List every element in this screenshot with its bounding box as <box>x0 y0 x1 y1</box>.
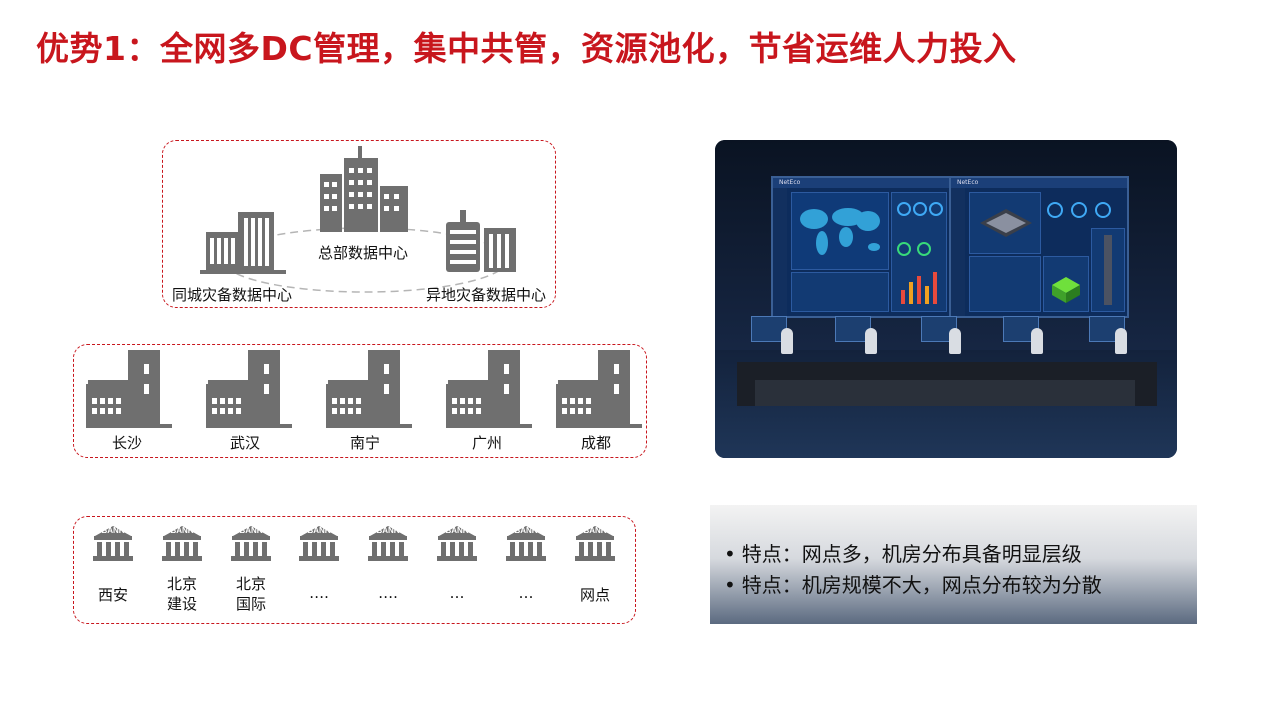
bank-icon: BANK <box>229 524 273 562</box>
grid-table-panel <box>969 256 1041 312</box>
world-map-icon <box>800 208 880 255</box>
bank-icon: BANK <box>573 524 617 562</box>
operator-person <box>1031 328 1043 354</box>
city-building-icon <box>446 350 532 428</box>
bullet-icon: • <box>724 542 736 566</box>
branch-label: …. <box>378 584 398 602</box>
gauge-icon <box>897 202 911 216</box>
page-title: 优势1：全网多DC管理，集中共管，资源池化，节省运维人力投入 <box>36 29 1017 68</box>
city-label: 南宁 <box>350 434 381 452</box>
rack-green-panel <box>1043 256 1089 312</box>
dashboard-screen-left: NetEco <box>771 176 951 318</box>
bank-sign: BANK <box>445 526 469 535</box>
bank-sign: BANK <box>239 526 263 535</box>
chart-bar <box>925 286 929 304</box>
dashboard-screen-right: NetEco <box>949 176 1129 318</box>
table-panel <box>791 272 889 312</box>
gauge-icon <box>929 202 943 216</box>
chart-bar <box>901 290 905 304</box>
city-label: 长沙 <box>112 434 143 452</box>
green-rack-icon <box>1052 277 1080 303</box>
bank-sign: BANK <box>101 526 125 535</box>
screen-brand: NetEco <box>779 179 801 186</box>
city-building-icon <box>86 350 172 428</box>
bank-icon: BANK <box>504 524 548 562</box>
gauge-icon <box>1071 202 1087 218</box>
branch-label: 西安 <box>97 586 128 604</box>
chart-bar <box>933 272 937 304</box>
city-label: 广州 <box>472 434 503 452</box>
branch-label: 网点 <box>579 586 610 604</box>
operator-desk-front <box>755 380 1135 406</box>
branch-label: …. <box>309 584 329 602</box>
features-box: •特点：网点多，机房分布具备明显层级 •特点：机房规模不大，网点分布较为分散 <box>710 505 1197 624</box>
cabinet-panel <box>1091 228 1125 312</box>
city-building-icon <box>326 350 412 428</box>
chart-bar <box>909 282 913 304</box>
screen-brand: NetEco <box>957 179 979 186</box>
bank-icon: BANK <box>297 524 341 562</box>
bank-sign: BANK <box>307 526 331 535</box>
gauge-icon <box>913 202 927 216</box>
cabinet-icon <box>1104 235 1112 305</box>
control-room-photo: NetEco NetEco <box>715 140 1177 458</box>
gauge-icon <box>1095 202 1111 218</box>
bank-sign: BANK <box>170 526 194 535</box>
hq-building-icon <box>320 146 408 232</box>
bank-sign: BANK <box>583 526 607 535</box>
feature-item: •特点：机房规模不大，网点分布较为分散 <box>724 573 1102 597</box>
hq-left-label: 同城灾备数据中心 <box>172 286 293 304</box>
gauge-icon <box>1047 202 1063 218</box>
remote-backup-building-icon <box>446 210 516 272</box>
branch-group <box>73 516 636 624</box>
branch-label: … <box>449 584 465 602</box>
bank-icon: BANK <box>435 524 479 562</box>
hq-center-label: 总部数据中心 <box>318 244 409 262</box>
world-map-panel <box>791 192 889 270</box>
chart-bar <box>917 276 921 304</box>
city-label: 成都 <box>581 434 612 452</box>
rack-3d-panel <box>969 192 1041 254</box>
city-building-icon <box>556 350 642 428</box>
bank-icon: BANK <box>160 524 204 562</box>
operator-person <box>1115 328 1127 354</box>
branch-label: 北京 <box>166 575 197 593</box>
bank-sign: BANK <box>376 526 400 535</box>
gauge-icon <box>897 242 911 256</box>
feature-item: •特点：网点多，机房分布具备明显层级 <box>724 542 1082 566</box>
branch-label: 北京 <box>235 575 266 593</box>
city-building-icon <box>206 350 292 428</box>
hq-datacenter-group <box>162 140 556 308</box>
bank-sign: BANK <box>514 526 538 535</box>
operator-person <box>949 328 961 354</box>
branch-label-line2: 建设 <box>166 595 197 613</box>
hq-right-label: 异地灾备数据中心 <box>426 286 547 304</box>
local-backup-building-icon <box>200 212 286 274</box>
operator-person <box>865 328 877 354</box>
branch-label-line2: 国际 <box>235 595 266 613</box>
operator-person <box>781 328 793 354</box>
city-label: 武汉 <box>230 434 261 452</box>
gauge-icon <box>917 242 931 256</box>
bullet-icon: • <box>724 573 736 597</box>
bank-icon: BANK <box>366 524 410 562</box>
server-rack-icon <box>980 209 1032 237</box>
bank-icon: BANK <box>91 524 135 562</box>
city-datacenter-group <box>73 344 647 458</box>
branch-label: … <box>518 584 534 602</box>
